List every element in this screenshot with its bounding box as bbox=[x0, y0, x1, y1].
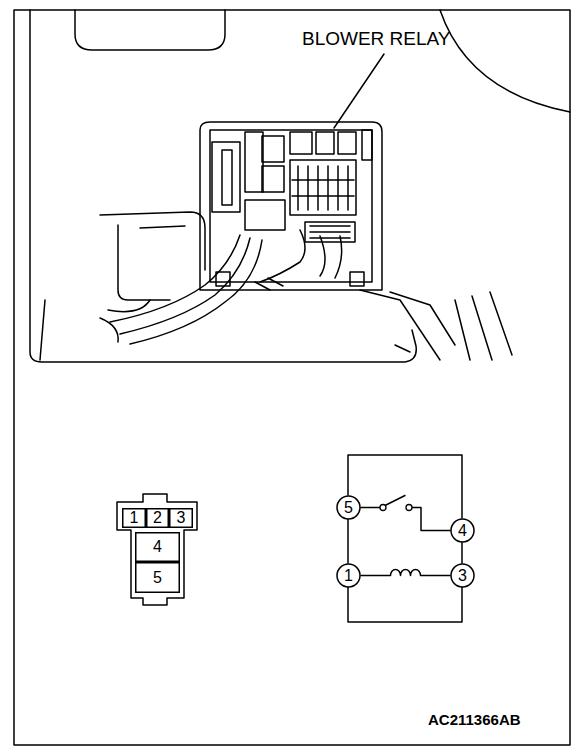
pin-number: 2 bbox=[153, 510, 162, 526]
wire-path bbox=[361, 496, 450, 531]
wire bbox=[361, 496, 450, 531]
wire-path bbox=[361, 570, 450, 576]
terminal-circle: 5 bbox=[336, 495, 361, 520]
pin-number: 4 bbox=[458, 523, 467, 539]
pin-cell: 2 bbox=[146, 508, 169, 528]
leader-line bbox=[334, 54, 384, 128]
terminal-circle: 3 bbox=[450, 563, 475, 588]
switch-contact bbox=[380, 505, 386, 511]
pin-cell: 5 bbox=[135, 562, 180, 593]
pin-number: 3 bbox=[458, 568, 467, 584]
figure-frame bbox=[14, 10, 570, 745]
pin-number: 5 bbox=[344, 500, 353, 516]
connector-outline bbox=[117, 494, 197, 605]
pin-number: 5 bbox=[153, 570, 162, 586]
pin-number: 4 bbox=[153, 539, 162, 555]
pin-number: 3 bbox=[177, 510, 186, 526]
pin-cell: 1 bbox=[122, 508, 146, 528]
pin-number: 1 bbox=[130, 510, 139, 526]
figure-code: AC211366AB bbox=[428, 712, 521, 727]
pin-cell: 3 bbox=[169, 508, 193, 528]
pin-number: 1 bbox=[344, 568, 353, 584]
wire bbox=[361, 570, 450, 576]
switch-contact bbox=[406, 505, 412, 511]
relay-frame bbox=[348, 455, 462, 622]
terminal-circle: 1 bbox=[336, 563, 361, 588]
pin-cell: 4 bbox=[135, 532, 180, 562]
part-label: BLOWER RELAY bbox=[302, 29, 451, 48]
terminal-circle: 4 bbox=[450, 518, 475, 543]
dashboard-drawing bbox=[30, 10, 570, 362]
